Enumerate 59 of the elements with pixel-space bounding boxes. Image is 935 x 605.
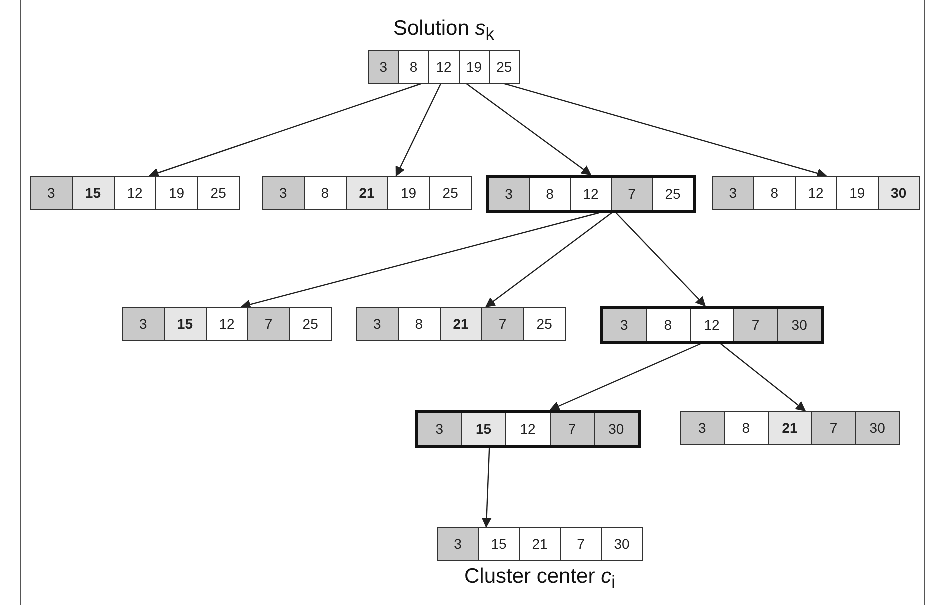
array-cell: 7 xyxy=(611,178,652,210)
array-cell: 15 xyxy=(478,528,519,560)
array-cell: 12 xyxy=(794,177,836,209)
array-cell: 25 xyxy=(197,177,239,209)
array-cell: 15 xyxy=(72,177,114,209)
array-cell: 3 xyxy=(369,51,398,83)
array-cell: 3 xyxy=(123,308,164,340)
array-cell: 30 xyxy=(855,412,899,444)
array-cell: 12 xyxy=(114,177,156,209)
array-cell: 3 xyxy=(713,177,754,209)
array-cell: 25 xyxy=(523,308,565,340)
node-heading: Solution s$_{k}$ xyxy=(392,16,496,46)
array-cell: 3 xyxy=(31,177,72,209)
array-cell: 15 xyxy=(461,413,506,445)
arrow xyxy=(482,448,492,528)
array-cell: 30 xyxy=(777,309,821,341)
array-cell: 21 xyxy=(768,412,812,444)
arrow xyxy=(485,212,612,308)
array-cell: 21 xyxy=(346,177,388,209)
array-cell: 30 xyxy=(601,528,642,560)
array-cell: 7 xyxy=(247,308,290,340)
array-cell: 19 xyxy=(458,51,489,83)
arrow xyxy=(148,83,422,178)
array-cell: 25 xyxy=(289,308,331,340)
array-cell: 3 xyxy=(681,412,724,444)
array-cell: 8 xyxy=(646,309,690,341)
array-cell: 21 xyxy=(519,528,560,560)
arrow xyxy=(616,212,706,307)
arrow xyxy=(504,83,828,178)
node-caption: Cluster center c$_{i}$ xyxy=(464,565,616,594)
array-cell: 3 xyxy=(603,309,646,341)
array-cell: 21 xyxy=(440,308,482,340)
array-cell: 7 xyxy=(560,528,601,560)
array-cell: 3 xyxy=(263,177,304,209)
array-cell: 25 xyxy=(429,177,471,209)
arrow xyxy=(396,84,442,177)
array-cell: 8 xyxy=(529,178,570,210)
array-cell: 30 xyxy=(878,177,920,209)
array-cell: 3 xyxy=(489,178,529,210)
array-cell: 7 xyxy=(550,413,594,445)
arrow xyxy=(550,343,702,411)
array-cell: 25 xyxy=(652,178,693,210)
arrow xyxy=(240,212,600,310)
array-cell: 7 xyxy=(733,309,778,341)
array-cell: 19 xyxy=(155,177,198,209)
arrow xyxy=(466,84,592,176)
array-cell: 3 xyxy=(438,528,478,560)
array-cell: 19 xyxy=(387,177,430,209)
array-cell: 30 xyxy=(594,413,638,445)
array-cell: 15 xyxy=(164,308,206,340)
arrow xyxy=(720,344,806,412)
array-cell: 8 xyxy=(753,177,795,209)
array-cell: 3 xyxy=(357,308,398,340)
array-cell: 7 xyxy=(811,412,856,444)
array-cell: 8 xyxy=(398,51,428,83)
array-cell: 7 xyxy=(481,308,524,340)
array-cell: 3 xyxy=(418,413,462,445)
array-cell: 12 xyxy=(428,51,459,83)
array-cell: 25 xyxy=(488,51,520,83)
